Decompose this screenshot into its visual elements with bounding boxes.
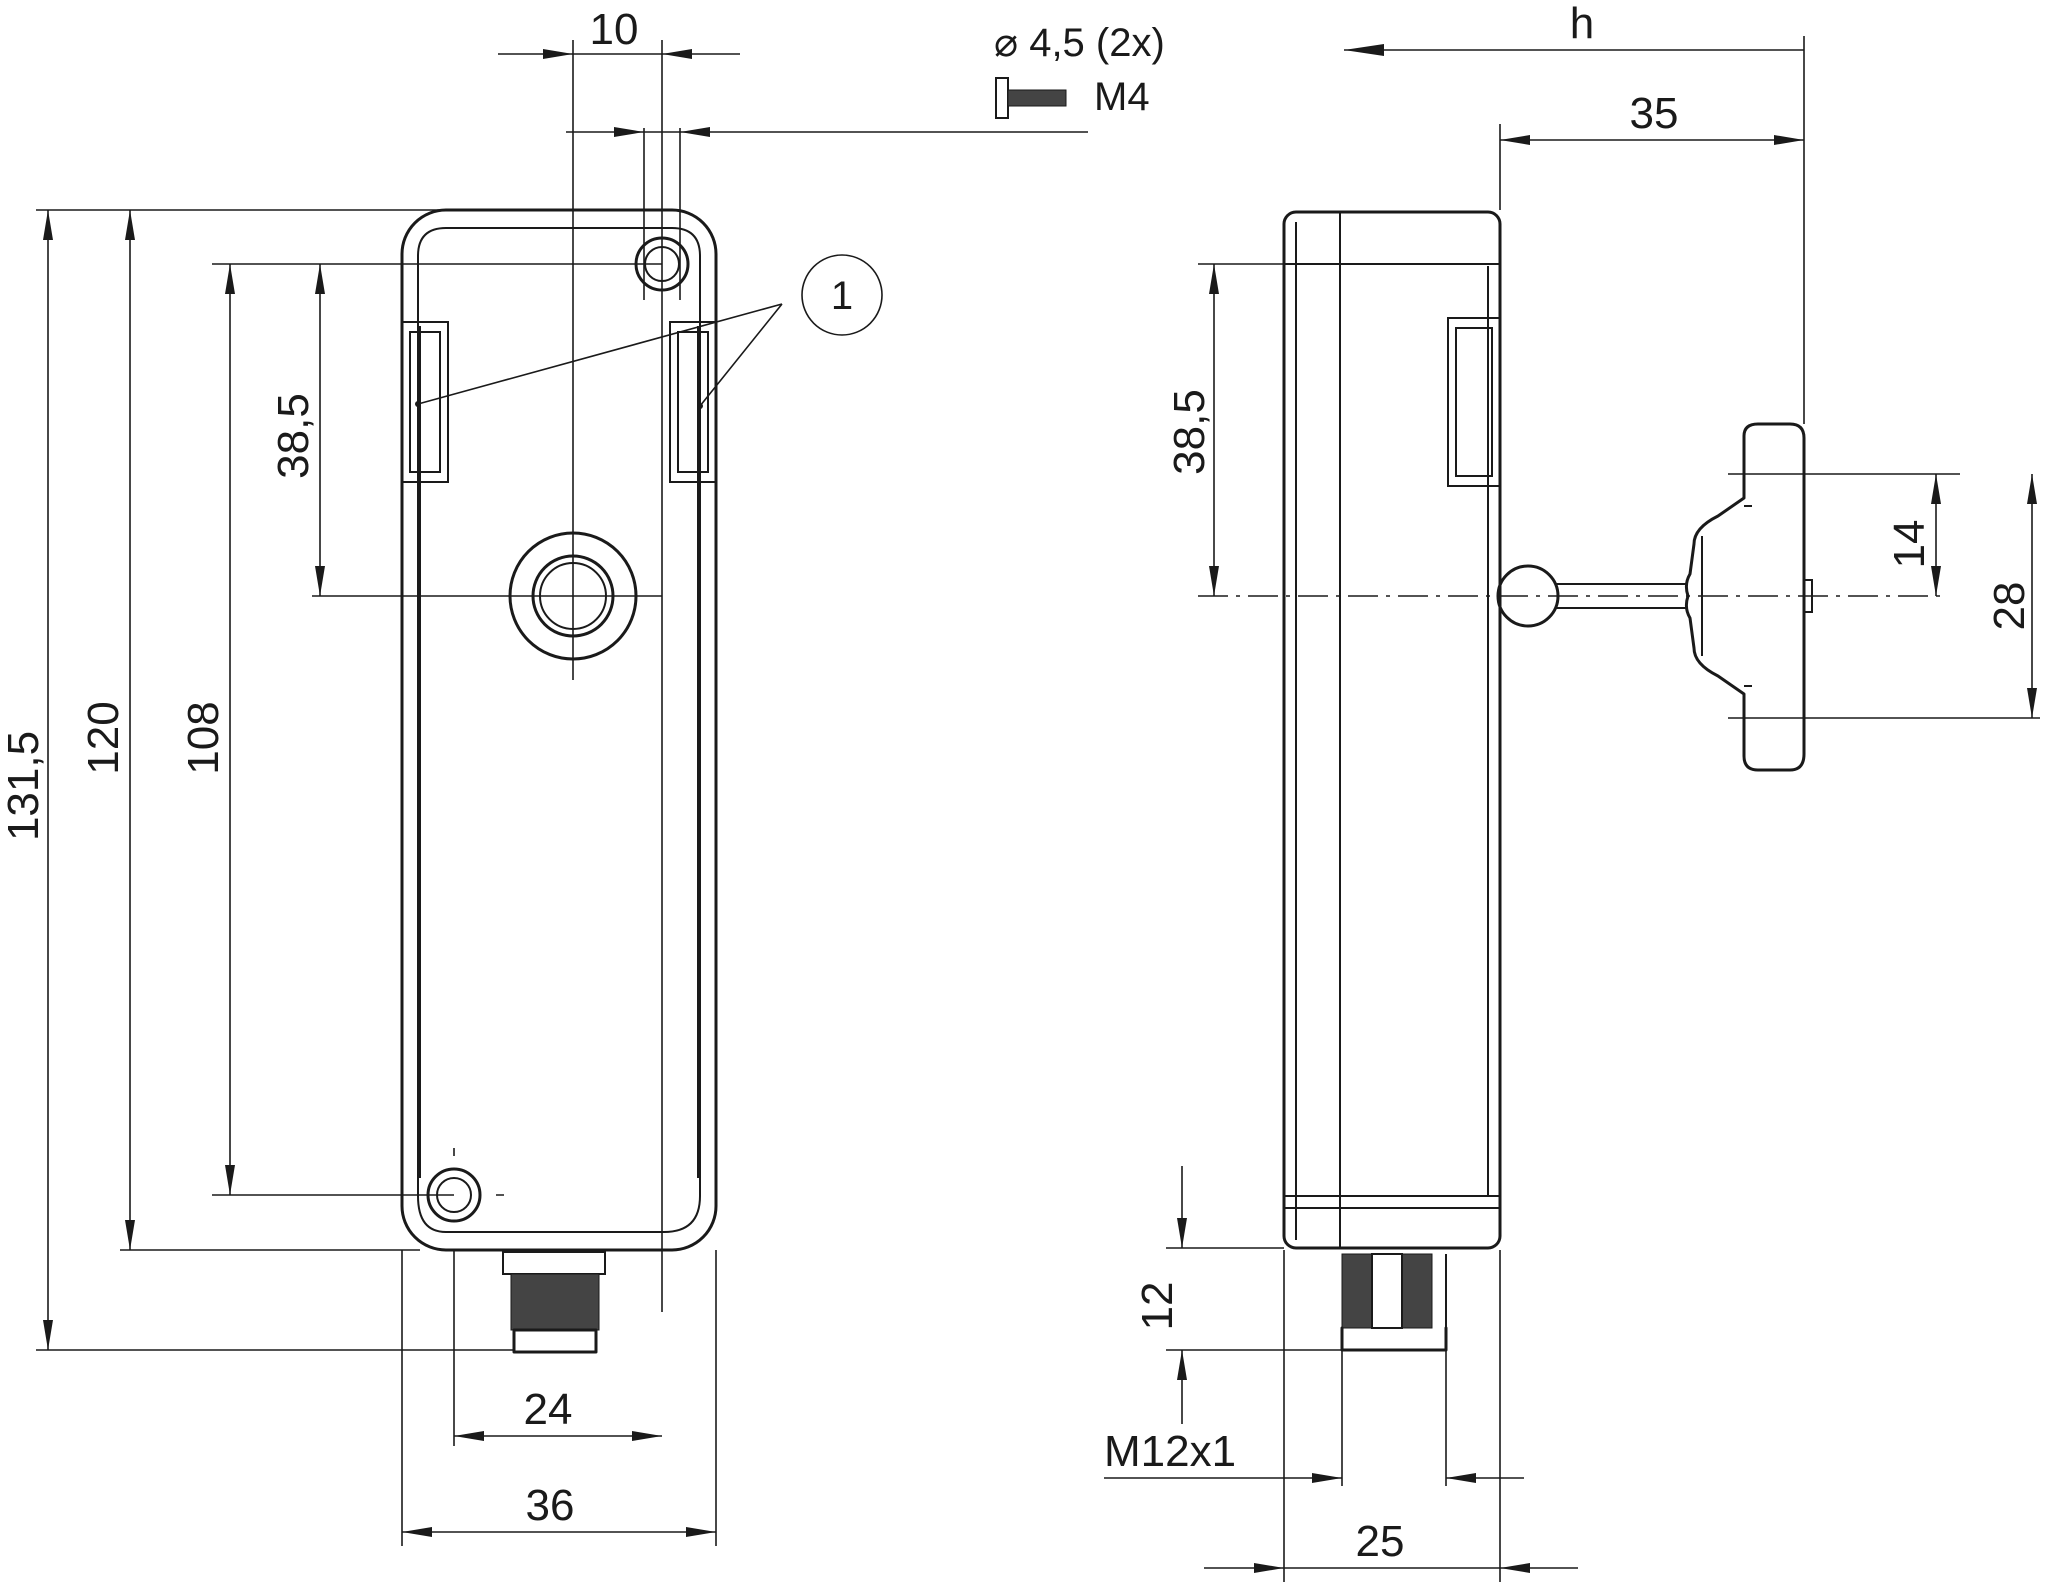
svg-text:24: 24: [524, 1385, 573, 1434]
svg-text:28: 28: [1985, 582, 2034, 631]
dim-12: 12: [1133, 1166, 1342, 1424]
svg-text:36: 36: [526, 1481, 575, 1530]
front-view: 1 10 38,5 108: [0, 5, 1088, 1546]
bottom-hole-mark: [453, 1148, 504, 1196]
screw-note: ⌀ 4,5 (2x) M4: [994, 21, 1165, 119]
dim-38-5-front: 38,5: [269, 264, 325, 596]
svg-text:38,5: 38,5: [1165, 389, 1214, 475]
side-housing-outer: [1282, 210, 1502, 1250]
svg-text:25: 25: [1356, 1517, 1405, 1566]
right-slot-outer: [669, 321, 717, 483]
screw-size-note: M4: [1094, 75, 1150, 119]
side-slot-inner: [1455, 327, 1493, 477]
front-face-outline: [419, 326, 699, 1178]
dim-131-5: 131,5: [0, 209, 514, 1351]
side-view: h 35 38,5 14: [1104, 0, 2040, 1582]
dim-hole-diameter: [566, 127, 1088, 137]
svg-text:h: h: [1570, 0, 1594, 48]
dim-36: 36: [401, 1250, 717, 1546]
svg-text:38,5: 38,5: [269, 393, 318, 479]
dim-25: 25: [1204, 1250, 1578, 1582]
svg-text:108: 108: [179, 701, 228, 774]
dim-10: 10: [498, 5, 740, 59]
dim-108: 108: [179, 264, 235, 1195]
svg-text:M12x1: M12x1: [1104, 1427, 1236, 1476]
svg-text:14: 14: [1885, 520, 1934, 569]
dim-35: 35: [1499, 89, 1804, 210]
front-connector: [502, 1251, 606, 1354]
dim-28: 28: [1728, 474, 2040, 719]
dim-38-5-side: 38,5: [1165, 263, 1284, 596]
svg-text:131,5: 131,5: [0, 731, 48, 841]
left-slot-outer: [401, 321, 449, 483]
dim-m12x1: M12x1: [1104, 1350, 1524, 1486]
side-connector: [1340, 1253, 1448, 1352]
dim-h: h: [1344, 0, 1805, 424]
callout-label: 1: [831, 274, 853, 318]
dim-120: 120: [79, 209, 660, 1251]
svg-text:10: 10: [590, 5, 639, 54]
callout-circle: [801, 254, 883, 336]
svg-text:120: 120: [79, 701, 128, 774]
side-slot-outer: [1447, 317, 1501, 487]
screw-icon: [995, 77, 1067, 119]
svg-text:35: 35: [1630, 89, 1679, 138]
left-slot-inner: [409, 331, 441, 473]
dim-24: 24: [453, 1250, 662, 1446]
hole-diameter-note: ⌀ 4,5 (2x): [994, 21, 1165, 65]
right-slot-inner: [677, 331, 709, 473]
actuator-mount: [1684, 422, 1806, 772]
dim-14: 14: [1728, 473, 1960, 596]
front-housing-inner: [417, 227, 701, 1233]
svg-text:12: 12: [1133, 1282, 1182, 1331]
